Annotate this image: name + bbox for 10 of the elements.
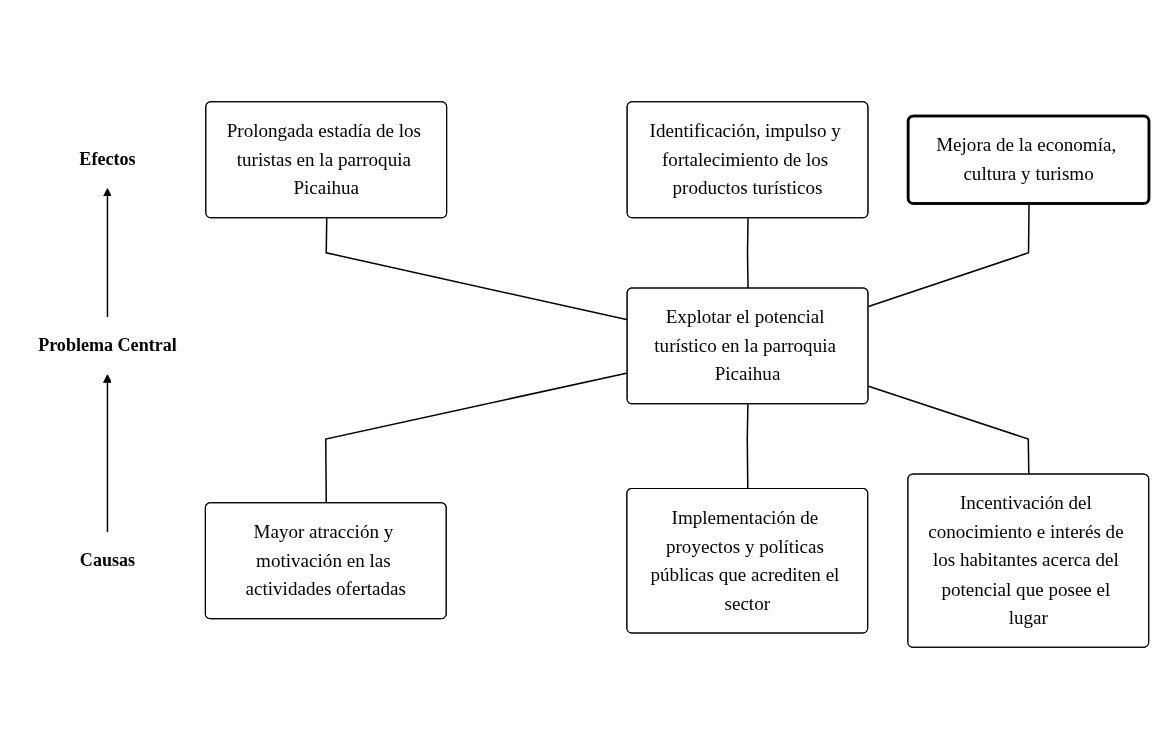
connector	[867, 385, 1030, 476]
node-text: Efectos	[79, 149, 136, 170]
connector	[746, 403, 749, 490]
arrow	[103, 374, 112, 533]
connector	[867, 203, 1030, 308]
node-text: Causas	[79, 550, 136, 571]
connector	[325, 217, 629, 321]
arrow	[103, 187, 112, 319]
node-text: Problema Central	[38, 335, 177, 356]
connector	[325, 372, 629, 504]
